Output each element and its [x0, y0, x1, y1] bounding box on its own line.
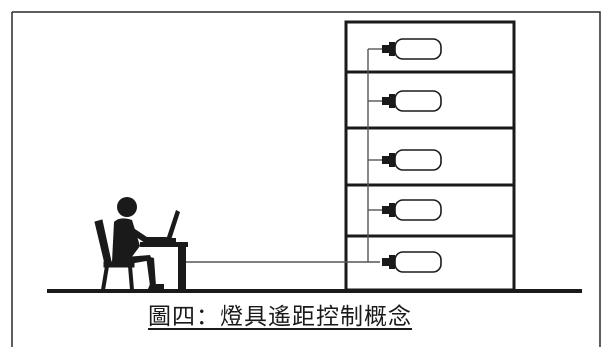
figure-caption: 圖四：燈具遙距控制概念: [148, 304, 412, 330]
bulb-base: [389, 153, 395, 167]
bulb-base: [389, 94, 395, 108]
bulb-base: [389, 203, 395, 217]
building-outline: [344, 20, 516, 292]
desk-leg: [178, 247, 186, 290]
laptop-base: [150, 238, 176, 242]
person-torso: [112, 218, 140, 262]
person-head: [117, 197, 137, 217]
bulb-socket: [382, 97, 389, 105]
bulb-socket: [382, 156, 389, 164]
bulb-socket: [382, 206, 389, 214]
bulb-glass: [394, 149, 442, 171]
bulb-icon: [382, 38, 442, 60]
bulb-icon: [382, 251, 442, 273]
person-at-laptop-icon: [94, 197, 188, 291]
bulb-glass: [394, 38, 442, 60]
bulb-icon: [382, 90, 442, 112]
bulb-icon: [382, 149, 442, 171]
laptop-screen: [166, 210, 180, 240]
chair-back: [94, 219, 113, 269]
bulb-base: [389, 42, 395, 56]
bulb-glass: [394, 90, 442, 112]
bulb-glass: [394, 199, 442, 221]
figure-frame: [11, 11, 601, 347]
light-fixtures: [382, 38, 442, 273]
chair-leg: [101, 265, 109, 291]
person-foot: [148, 284, 164, 289]
person-leg: [146, 256, 156, 286]
desk-top: [140, 242, 188, 247]
bulb-icon: [382, 199, 442, 221]
control-wiring: [186, 48, 382, 263]
bulb-base: [389, 255, 395, 269]
chair-leg: [128, 265, 134, 291]
bulb-socket: [382, 45, 389, 53]
building: [344, 20, 516, 292]
bulb-glass: [394, 251, 442, 273]
person-thigh: [114, 255, 152, 266]
bulb-socket: [382, 258, 389, 266]
